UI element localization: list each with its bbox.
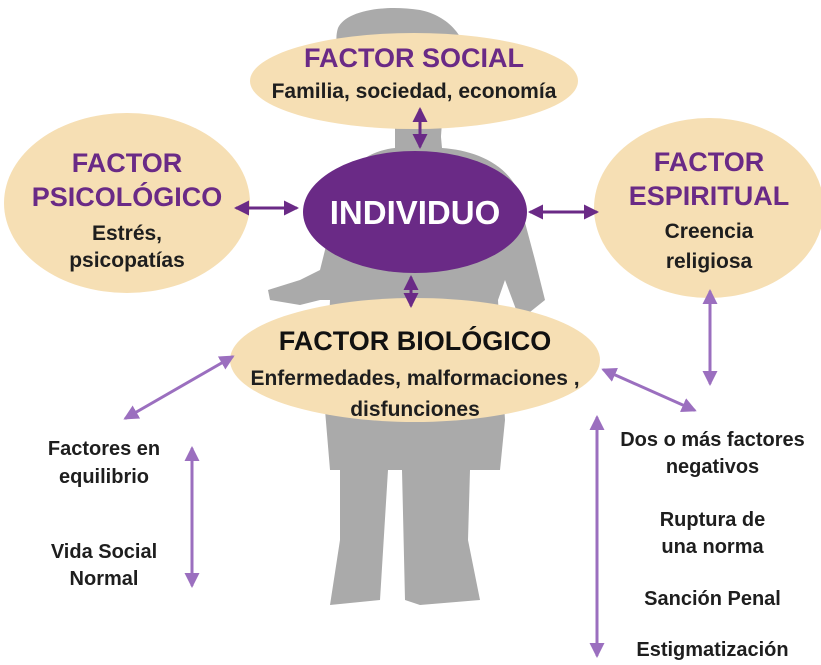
biologico-ellipse [230,298,600,422]
espiritual-title-line1: FACTOR [653,147,765,177]
biologico-subtitle-line1: Enfermedades, malformaciones , [250,367,580,390]
right-item3: Sanción Penal [644,588,781,610]
social-ellipse [250,33,578,129]
social-title: FACTOR SOCIAL [303,43,524,73]
left-item1-line1: Factores en [47,438,161,460]
right-item2-line2: una norma [661,536,764,558]
espiritual-ellipse [594,118,821,298]
psicologico-title-line1: FACTOR [71,148,183,178]
left-item2-line1: Vida Social [50,541,158,563]
espiritual-subtitle-line2: religiosa [665,250,753,273]
social-subtitle: Familia, sociedad, economía [271,80,557,103]
right-item1-line2: negativos [665,456,760,478]
right-diagonal-arrow [601,368,697,412]
espiritual-subtitle-line1: Creencia [664,220,754,243]
left-item2-line2: Normal [69,568,139,590]
psicologico-ellipse [4,113,250,293]
right-item1-line1: Dos o más factores [620,429,805,451]
individuo-label: INDIVIDUO [329,194,501,231]
psicologico-subtitle-line1: Estrés, [91,222,163,245]
left-diagonal-arrow [123,355,235,420]
connector-arrows [234,107,599,308]
biologico-title: FACTOR BIOLÓGICO [278,326,552,356]
right-item2-line1: Ruptura de [659,509,766,531]
left-item1-line2: equilibrio [59,466,149,488]
espiritual-title-line2: ESPIRITUAL [628,181,790,211]
outcome-arrows [123,289,718,658]
individuo-ellipse [303,151,527,273]
psicologico-subtitle-line2: psicopatías [69,249,185,272]
right-item4: Estigmatización [636,639,789,661]
biologico-subtitle-line2: disfunciones [350,398,480,421]
psicologico-title-line2: PSICOLÓGICO [31,182,223,212]
